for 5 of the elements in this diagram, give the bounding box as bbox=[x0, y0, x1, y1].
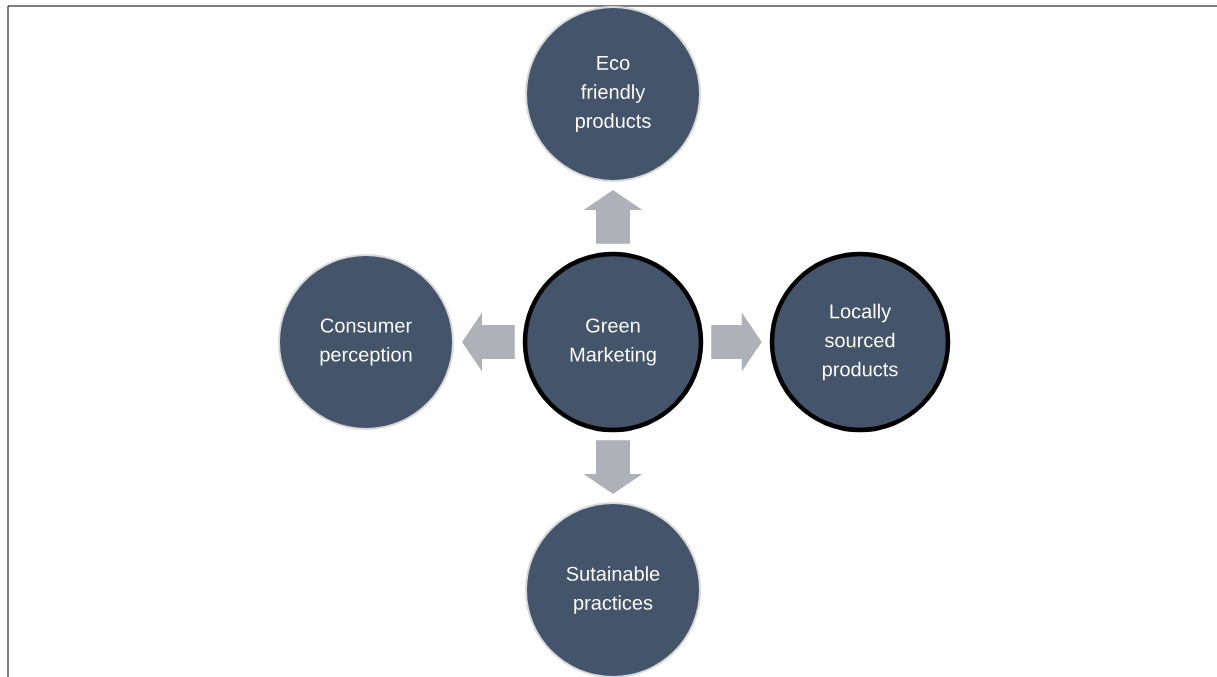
circle-node: Consumer perception bbox=[278, 254, 454, 430]
circle-node: Locally sourced products bbox=[769, 251, 951, 433]
circle-node: Sutainable practices bbox=[525, 502, 701, 677]
circle-node: Eco friendly products bbox=[525, 6, 701, 182]
circle-node: Green Marketing bbox=[522, 251, 704, 433]
